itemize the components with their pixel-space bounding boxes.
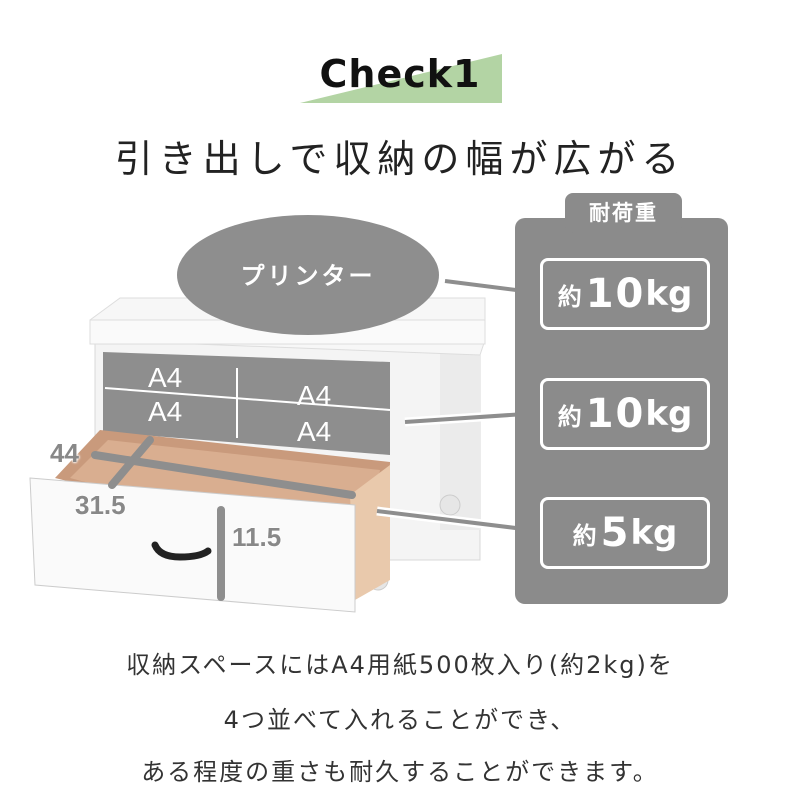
load-prefix: 約 bbox=[557, 402, 582, 431]
dimension-depth: 31.5 bbox=[75, 490, 126, 520]
a4-label: A4 bbox=[148, 396, 183, 427]
a4-storage bbox=[103, 352, 391, 455]
a4-label: A4 bbox=[297, 380, 332, 411]
drawer bbox=[29, 430, 390, 613]
dimension-width: 44 bbox=[50, 438, 79, 468]
load-prefix: 約 bbox=[572, 521, 597, 550]
dimension-height: 11.5 bbox=[232, 522, 282, 552]
load-value: 10 bbox=[585, 271, 646, 317]
badge-accent bbox=[300, 54, 502, 103]
load-prefix: 約 bbox=[557, 282, 582, 311]
description-line: 収納スペースにはA4用紙500枚入り(約2kg)を bbox=[126, 651, 674, 679]
load-value: 5 bbox=[600, 510, 631, 556]
load-panel-title: 耐荷重 bbox=[565, 193, 682, 233]
a4-label: A4 bbox=[297, 416, 332, 447]
load-panel bbox=[515, 218, 728, 604]
load-value: 10 bbox=[585, 391, 646, 437]
load-unit: kg bbox=[630, 513, 678, 553]
dimension-arrows bbox=[91, 436, 356, 601]
badge-check: Check1 bbox=[319, 52, 481, 96]
printer-shape bbox=[177, 215, 439, 335]
printer-label: プリンター bbox=[240, 262, 376, 290]
load-unit: kg bbox=[645, 394, 693, 434]
description-line: ある程度の重さも耐久することができます。 bbox=[141, 758, 659, 786]
load-unit: kg bbox=[645, 274, 693, 314]
drawer-handle bbox=[151, 541, 212, 561]
headline: 引き出しで収納の幅が広がる bbox=[114, 137, 686, 181]
a4-label: A4 bbox=[148, 362, 183, 393]
description-line: 4つ並べて入れることができ、 bbox=[223, 706, 577, 734]
